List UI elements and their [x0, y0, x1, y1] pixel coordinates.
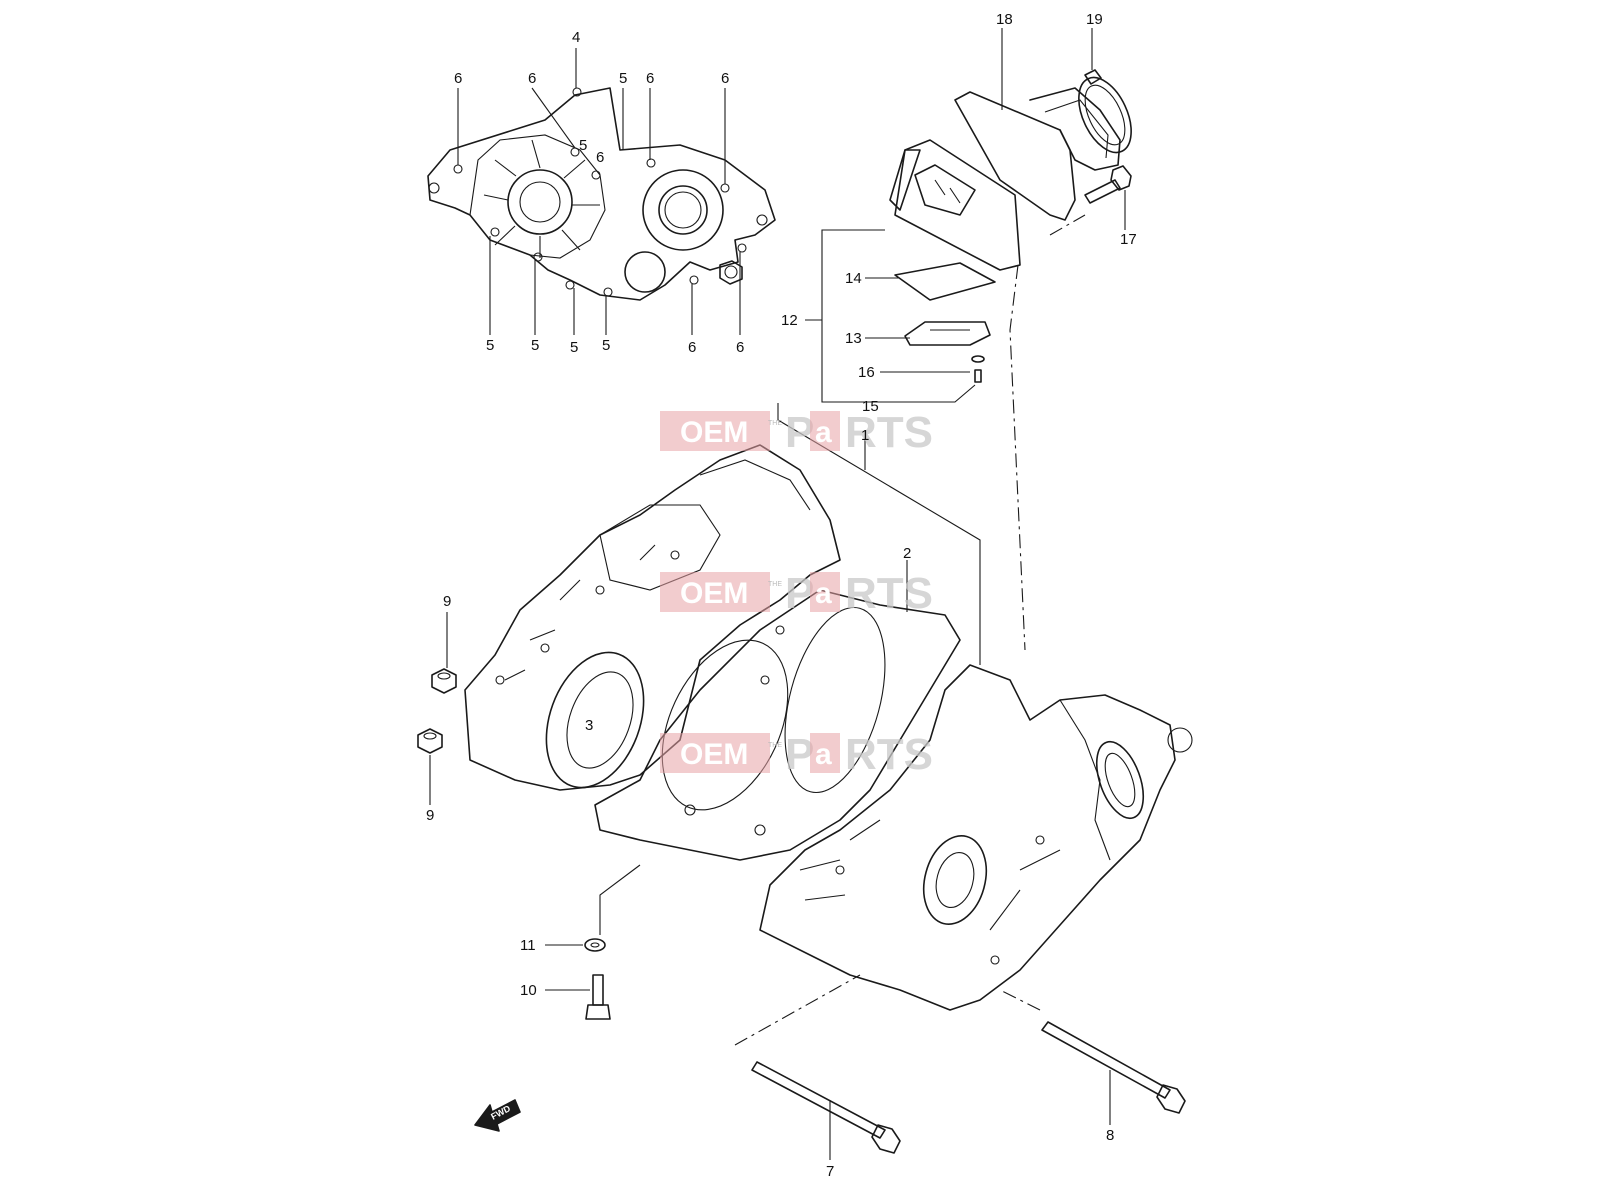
svg-text:OEM: OEM — [680, 416, 748, 449]
svg-text:P: P — [785, 730, 814, 779]
callout-label: 15 — [862, 398, 879, 415]
intake-clamp — [1078, 69, 1132, 154]
group-bracket-12 — [805, 28, 1093, 403]
callout-label: 17 — [1120, 231, 1137, 248]
watermark-1: OEM THE P a RTS — [660, 408, 933, 457]
long-bolt-8 — [1041, 1021, 1186, 1114]
callout-label: 13 — [845, 330, 862, 347]
group-bracket-1 — [777, 403, 981, 665]
svg-text:OEM: OEM — [680, 738, 748, 771]
callout-label: 1 — [861, 427, 869, 444]
callout-label: 6 — [454, 70, 462, 87]
svg-text:a: a — [815, 577, 832, 610]
callout-label: 16 — [858, 364, 875, 381]
long-bolt-7 — [751, 1061, 901, 1154]
callout-label: 9 — [426, 807, 434, 824]
callout-label: 6 — [646, 70, 654, 87]
crankcase-left-half — [464, 444, 841, 791]
callout-label: 6 — [736, 339, 744, 356]
callout-label: 4 — [572, 29, 580, 46]
callout-label: 9 — [443, 593, 451, 610]
callout-label: 5 — [619, 70, 627, 87]
intake-bolt — [1084, 165, 1132, 230]
callout-label: 12 — [781, 312, 798, 329]
callout-label: 6 — [721, 70, 729, 87]
callout-label: 5 — [602, 337, 610, 354]
svg-text:THE: THE — [768, 581, 782, 588]
callout-label: 18 — [996, 11, 1013, 28]
nut-lower — [417, 728, 443, 754]
watermark-2: OEM THE P a RTS — [660, 569, 933, 618]
callout-label: 5 — [579, 137, 587, 154]
callout-label: 8 — [1106, 1127, 1114, 1144]
callout-label: 5 — [486, 337, 494, 354]
callout-label: 10 — [520, 982, 537, 999]
svg-text:RTS: RTS — [845, 408, 933, 457]
fwd-arrow-icon: FWD — [474, 1099, 521, 1132]
svg-text:RTS: RTS — [845, 730, 933, 779]
cover-leaders — [457, 48, 741, 335]
reed-gasket — [894, 262, 996, 301]
bolt-10 — [585, 974, 611, 1020]
callout-label: 11 — [520, 937, 536, 954]
reed-valve-assembly — [889, 139, 1021, 271]
crankcase-cover — [427, 87, 776, 301]
callout-label: 14 — [845, 270, 862, 287]
svg-text:a: a — [815, 738, 832, 771]
callout-label: 7 — [826, 1163, 834, 1180]
callout-label: 3 — [585, 717, 593, 734]
callout-label: 5 — [570, 339, 578, 356]
callout-label: 6 — [528, 70, 536, 87]
svg-text:P: P — [785, 569, 814, 618]
reed-screw — [974, 369, 982, 383]
svg-text:RTS: RTS — [845, 569, 933, 618]
callout-label: 5 — [531, 337, 539, 354]
callout-labels: 1 2 3 4 5 5 5 5 5 5 6 6 6 6 6 6 6 7 8 9 … — [426, 11, 1137, 1180]
crankcase-right-half — [759, 664, 1193, 1011]
callout-label: 19 — [1086, 11, 1103, 28]
reed-washer — [971, 355, 985, 363]
watermark-3: OEM THE P a RTS — [660, 730, 933, 779]
callout-label: 2 — [903, 545, 911, 562]
svg-text:THE: THE — [768, 742, 782, 749]
reed-petal — [904, 321, 991, 346]
svg-text:THE: THE — [768, 420, 782, 427]
svg-text:P: P — [785, 408, 814, 457]
svg-text:a: a — [815, 416, 832, 449]
crankcase-gasket — [594, 589, 961, 861]
svg-text:OEM: OEM — [680, 577, 748, 610]
callout-label: 6 — [688, 339, 696, 356]
nut-upper — [431, 668, 457, 694]
washer-11 — [584, 938, 606, 952]
callout-label: 6 — [596, 149, 604, 166]
